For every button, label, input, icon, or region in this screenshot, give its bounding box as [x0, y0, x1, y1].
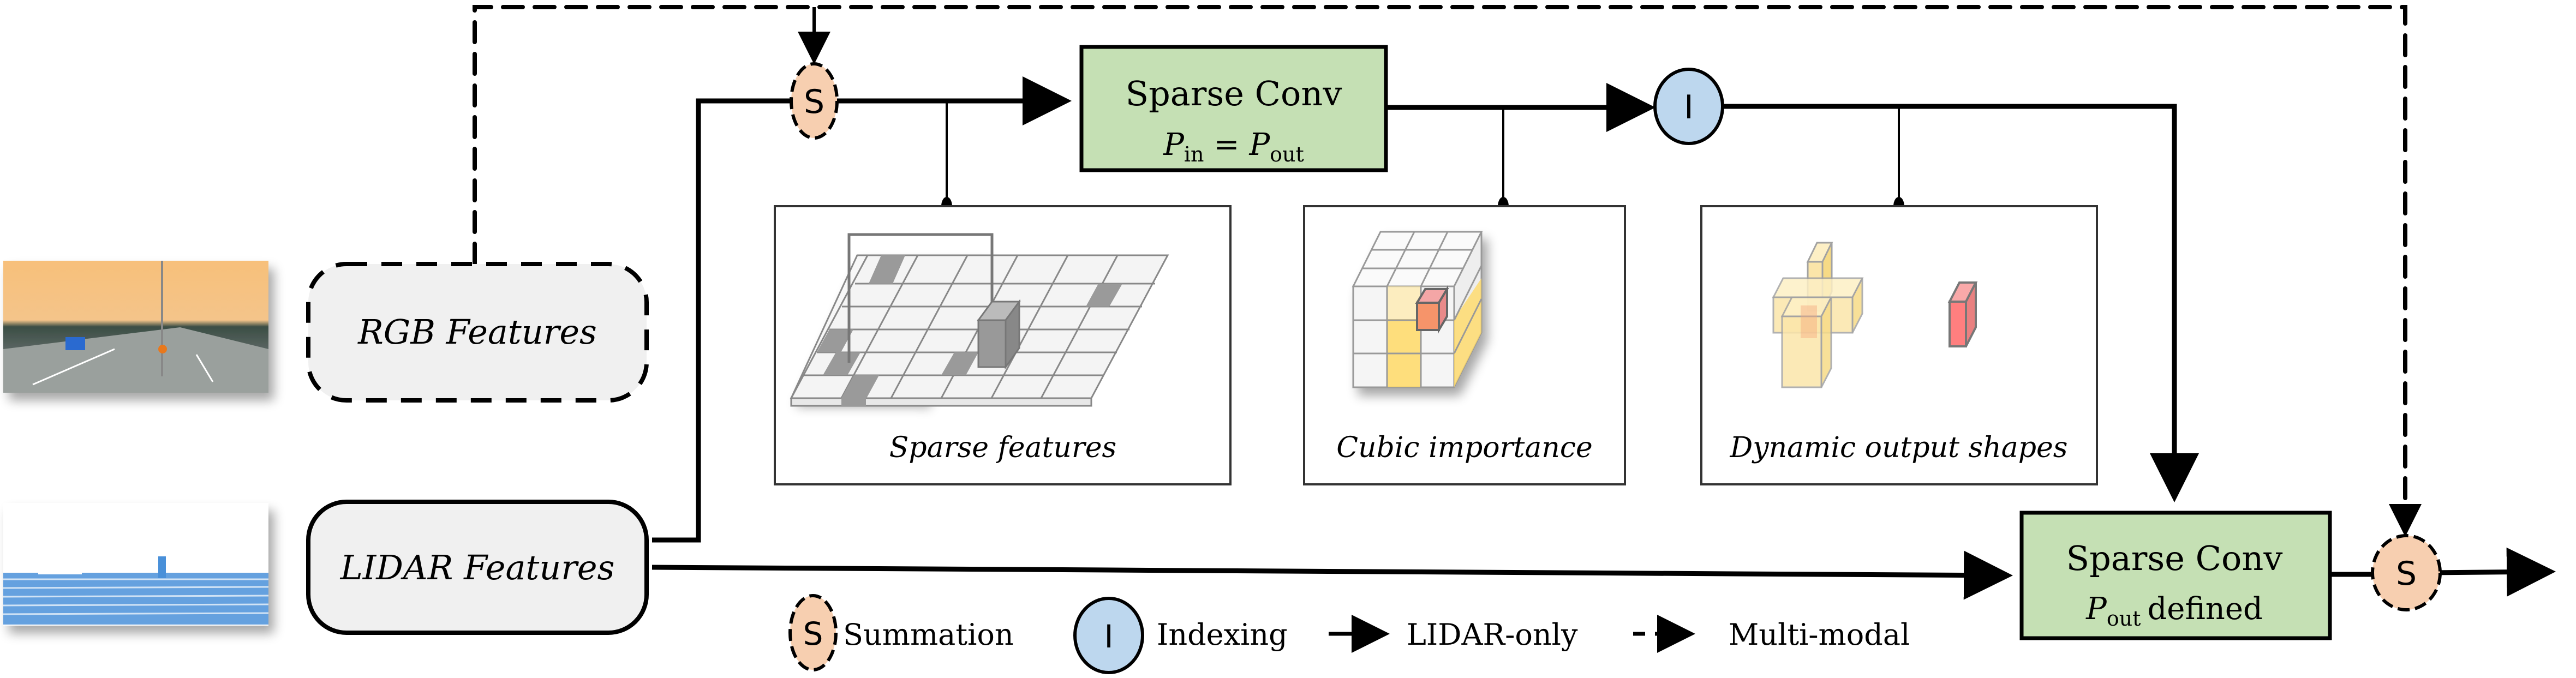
output-line [2428, 547, 2556, 597]
rgb-features-label: RGB Features [357, 312, 597, 352]
multi-modal-path [473, 5, 2407, 539]
output-cube-red [1947, 281, 1978, 347]
legend-indexing-label: Indexing [1157, 617, 1288, 652]
legend-summation-label: Summation [843, 617, 1014, 652]
summation-node-1: S [790, 62, 839, 140]
legend-lidar-only: LIDAR-only [1329, 615, 1578, 653]
panel-dynamic-output-shapes: Dynamic output shapes [1700, 205, 2098, 485]
panel-sparse-features: Sparse features [774, 205, 1232, 485]
legend-multi-modal: Multi-modal [1633, 615, 1910, 653]
summation-icon [788, 594, 838, 671]
sparse-conv-1: Sparse Conv Pin=Pout [1079, 45, 1388, 172]
panel-taps [946, 101, 1900, 206]
rgb-image [3, 261, 268, 393]
svg-text:S: S [2396, 555, 2417, 593]
lidar-features-box: LIDAR Features [306, 500, 649, 635]
panel-caption-sparse-features: Sparse features [889, 431, 1116, 464]
rgb-broadcast-line [473, 5, 2407, 539]
panel-cubic-importance: Cubic importance [1303, 205, 1626, 485]
lidar-image [3, 503, 269, 626]
active-cells [817, 255, 1122, 406]
kernel-cube-gray [977, 299, 1021, 370]
indexing-to-conv2-line [1713, 104, 2199, 502]
legend-summation: S Summation [788, 594, 1014, 671]
svg-text:I: I [1684, 88, 1694, 127]
conv1-title: Sparse Conv [1126, 74, 1342, 113]
dynamic-shape-illustration [1772, 242, 1864, 388]
legend-multi-modal-label: Multi-modal [1729, 617, 1910, 652]
lidar-to-conv2-line [652, 550, 2013, 600]
lidar-features-label: LIDAR Features [340, 548, 615, 587]
lidar-to-summation1-line [652, 98, 791, 543]
panel-caption-cubic-importance: Cubic importance [1336, 431, 1593, 464]
conv1-equation: Pin=Pout [1163, 127, 1304, 166]
svg-text:S: S [804, 83, 824, 121]
svg-text:S: S [803, 615, 823, 652]
importance-center-cube [1415, 285, 1449, 334]
rgb-features-box: RGB Features [306, 262, 649, 403]
svg-text:I: I [1104, 618, 1113, 655]
legend-lidar-only-label: LIDAR-only [1407, 617, 1578, 652]
conv2-title: Sparse Conv [2066, 538, 2283, 578]
panel-caption-dynamic-output-shapes: Dynamic output shapes [1730, 431, 2068, 464]
indexing-node: I [1653, 68, 1724, 145]
legend: S Summation I Indexing LIDAR-only Multi-… [788, 594, 1910, 674]
legend-indexing: I Indexing [1073, 597, 1288, 674]
indexing-icon [1073, 597, 1144, 674]
summation-node-2: S [2371, 534, 2442, 611]
